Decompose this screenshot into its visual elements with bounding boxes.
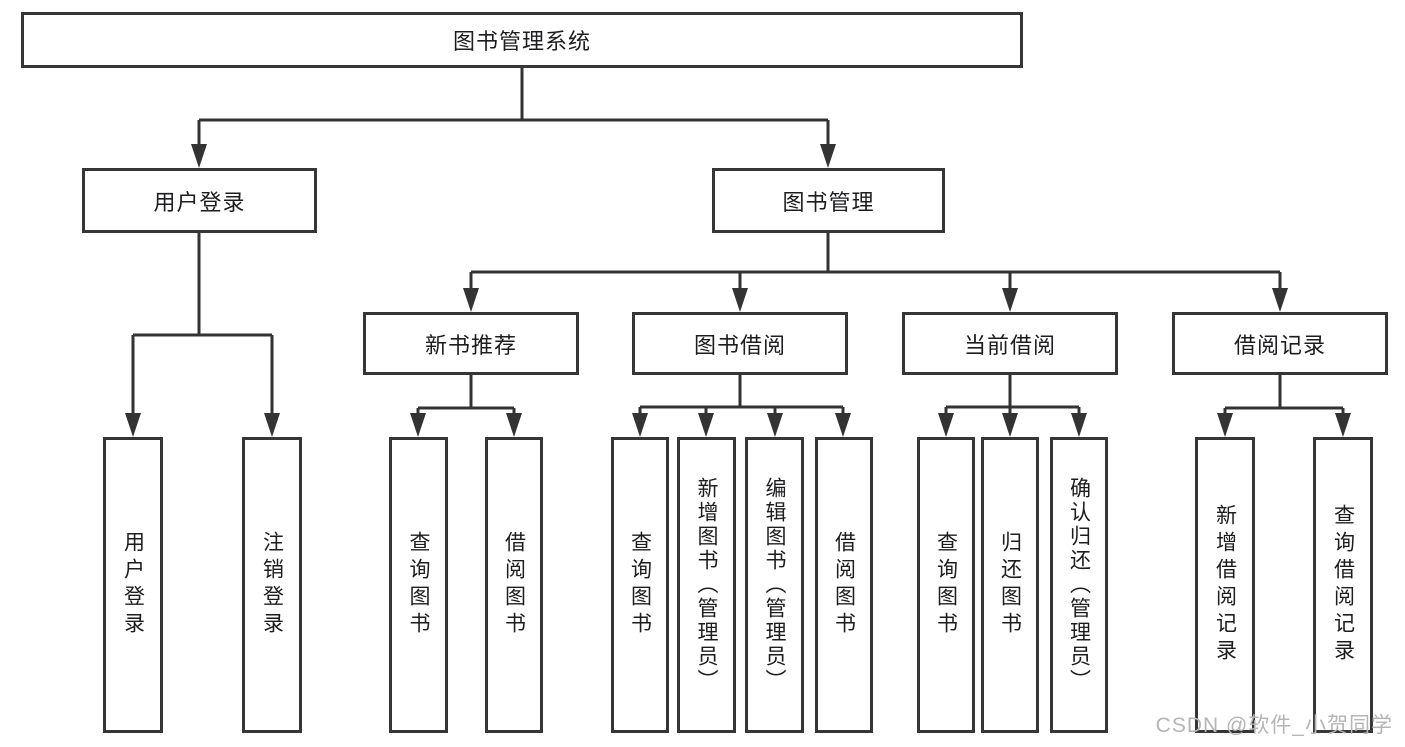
node-root-system: 图书管理系统	[21, 12, 1023, 68]
node-new-book-recommendation: 新书推荐	[363, 312, 579, 375]
leaf-add-books-admin: 新增图书（管理员）	[677, 437, 736, 733]
arrowheads	[125, 144, 1351, 437]
arrow-down-icon	[1335, 413, 1351, 437]
leaf-query-borrow-record: 查询借阅记录	[1313, 437, 1373, 733]
node-current-borrowing: 当前借阅	[902, 312, 1118, 375]
node-book-management: 图书管理	[712, 168, 945, 233]
leaf-add-borrow-record: 新增借阅记录	[1195, 437, 1255, 733]
arrow-down-icon	[463, 288, 479, 312]
leaf-user-login: 用户登录	[103, 437, 163, 733]
arrow-down-icon	[632, 413, 648, 437]
leaf-query-books-borrowing: 查询图书	[611, 437, 669, 733]
arrow-down-icon	[698, 413, 714, 437]
leaf-borrow-books: 借阅图书	[815, 437, 873, 733]
arrow-down-icon	[938, 413, 954, 437]
arrow-down-icon	[1002, 288, 1018, 312]
arrow-down-icon	[835, 413, 851, 437]
leaf-query-books-current: 查询图书	[917, 437, 975, 733]
leaf-edit-books-admin: 编辑图书（管理员）	[745, 437, 804, 733]
arrow-down-icon	[191, 144, 207, 168]
arrow-down-icon	[1217, 413, 1233, 437]
leaf-return-books: 归还图书	[981, 437, 1039, 733]
watermark: CSDN @软件_小贺同学	[1155, 714, 1393, 737]
arrow-down-icon	[264, 413, 280, 437]
arrow-down-icon	[506, 413, 522, 437]
node-book-borrowing: 图书借阅	[632, 312, 848, 375]
leaf-query-books-recommend: 查询图书	[389, 437, 448, 733]
arrow-down-icon	[1272, 288, 1288, 312]
leaf-borrow-books-recommend: 借阅图书	[485, 437, 543, 733]
node-user-login: 用户登录	[82, 168, 317, 233]
arrow-down-icon	[1071, 413, 1087, 437]
arrow-down-icon	[1002, 413, 1018, 437]
leaf-logout: 注销登录	[242, 437, 302, 733]
arrow-down-icon	[820, 144, 836, 168]
arrow-down-icon	[125, 413, 141, 437]
tree-edges	[131, 68, 1345, 425]
arrow-down-icon	[410, 413, 426, 437]
leaf-confirm-return-admin: 确认归还（管理员）	[1050, 437, 1108, 733]
arrow-down-icon	[732, 288, 748, 312]
arrow-down-icon	[767, 413, 783, 437]
node-borrowing-records: 借阅记录	[1172, 312, 1388, 375]
